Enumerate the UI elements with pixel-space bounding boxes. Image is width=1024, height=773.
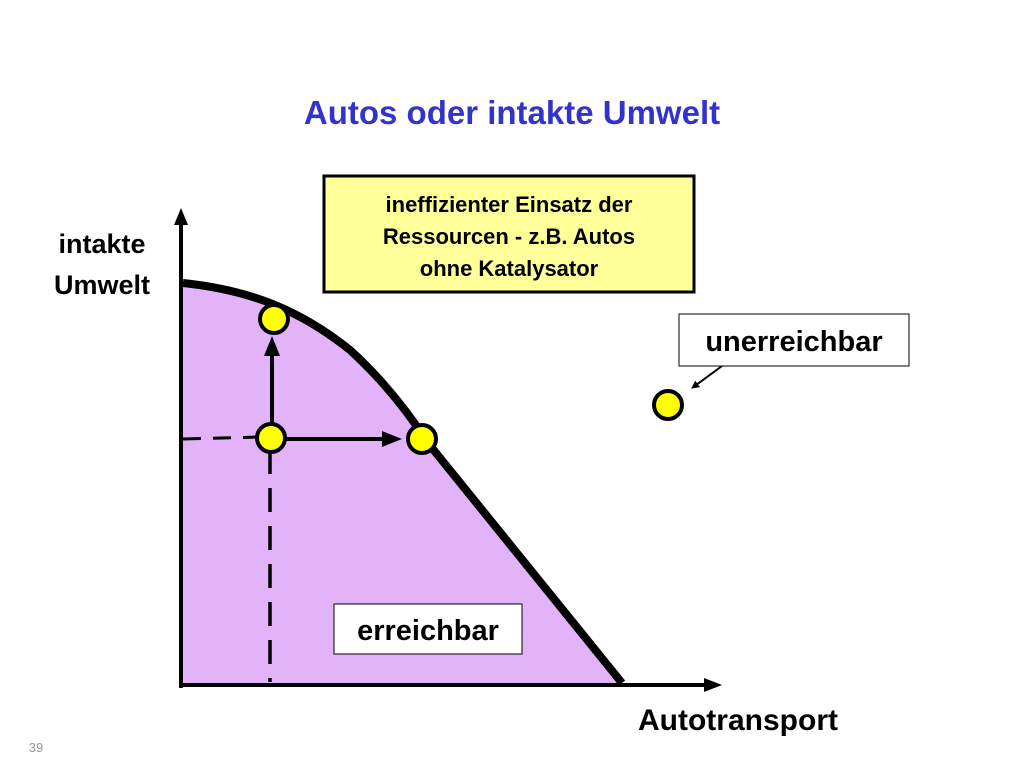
unreachable-pointer	[691, 365, 723, 389]
frontier-curve	[182, 279, 626, 686]
reachable-region	[183, 283, 622, 683]
note-box-line1: ineffizienter Einsatz der	[386, 192, 633, 217]
y-axis-label-line1: intakte	[58, 229, 145, 259]
point-inefficient	[255, 422, 287, 454]
x-axis-label: Autotransport	[638, 704, 838, 737]
point-frontier-right	[406, 423, 438, 455]
point-frontier-upper	[258, 303, 290, 335]
dashed-guide-horizontal	[182, 435, 261, 441]
arrow-up-head	[264, 336, 280, 356]
point-unreachable	[652, 389, 684, 421]
unreachable-label: unerreichbar	[705, 326, 882, 358]
note-box-line2: Ressourcen - z.B. Autos	[383, 224, 635, 249]
arrow-right-head	[382, 431, 402, 447]
reachable-label-box	[333, 603, 523, 655]
y-axis-arrowhead	[174, 208, 188, 225]
note-box	[322, 174, 696, 294]
y-axis-label-line2: Umwelt	[54, 270, 150, 300]
reachable-label: erreichbar	[357, 615, 499, 647]
page-number: 39	[29, 740, 43, 755]
slide-title: Autos oder intakte Umwelt	[304, 94, 720, 131]
x-axis-arrowhead	[704, 678, 722, 692]
unreachable-label-box	[678, 313, 910, 367]
note-box-line3: ohne Katalysator	[420, 256, 599, 281]
